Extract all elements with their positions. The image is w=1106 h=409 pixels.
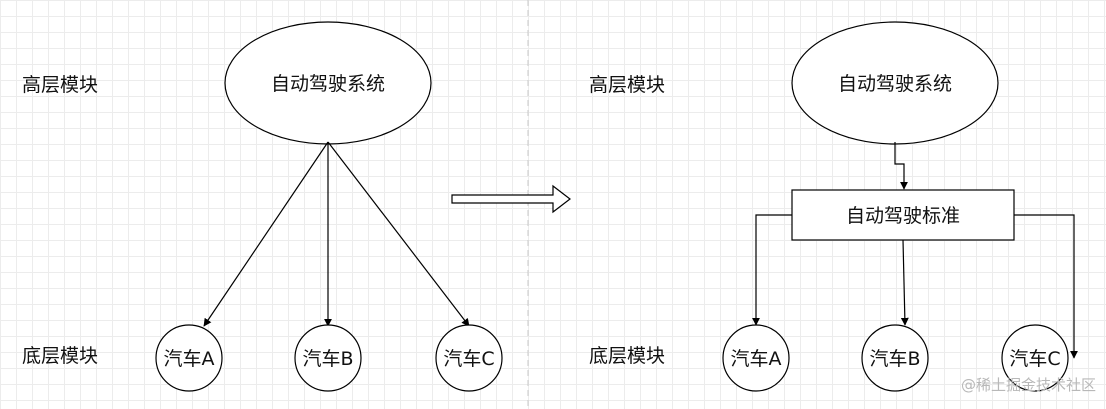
right-arrow-standard-to-car-a	[752, 214, 792, 326]
right-car-a-label: 汽车A	[731, 348, 782, 370]
left-car-c-label: 汽车C	[443, 348, 494, 370]
right-car-b-node: 汽车B	[861, 324, 929, 392]
watermark: @稀土掘金技术社区	[961, 376, 1096, 394]
left-arrow-to-car-c	[327, 141, 470, 327]
left-car-b-node: 汽车B	[294, 324, 362, 392]
right-car-c-label: 汽车C	[1009, 348, 1060, 370]
right-arrow-system-to-standard	[894, 142, 908, 190]
right-standard-label: 自动驾驶标准	[846, 205, 960, 227]
left-car-a-label: 汽车A	[164, 348, 215, 370]
right-low-level-label: 底层模块	[589, 345, 665, 367]
right-standard-node: 自动驾驶标准	[791, 189, 1015, 241]
right-car-c-node: 汽车C	[1001, 324, 1069, 392]
right-arrow-standard-to-car-c	[1014, 214, 1078, 359]
right-car-a-node: 汽车A	[722, 324, 790, 392]
right-system-label: 自动驾驶系统	[838, 73, 952, 95]
right-car-b-label: 汽车B	[869, 348, 920, 370]
left-car-c-node: 汽车C	[435, 324, 503, 392]
left-high-level-label: 高层模块	[22, 74, 98, 96]
left-arrow-to-car-a	[203, 141, 329, 327]
transition-arrow-icon	[451, 184, 571, 214]
right-high-level-label: 高层模块	[589, 74, 665, 96]
right-system-node: 自动驾驶系统	[791, 21, 999, 145]
left-car-a-node: 汽车A	[155, 324, 223, 392]
left-low-level-label: 底层模块	[22, 345, 98, 367]
left-system-label: 自动驾驶系统	[271, 73, 385, 95]
left-system-node: 自动驾驶系统	[224, 21, 432, 145]
left-car-b-label: 汽车B	[302, 348, 353, 370]
right-arrow-standard-to-car-b	[900, 239, 909, 326]
